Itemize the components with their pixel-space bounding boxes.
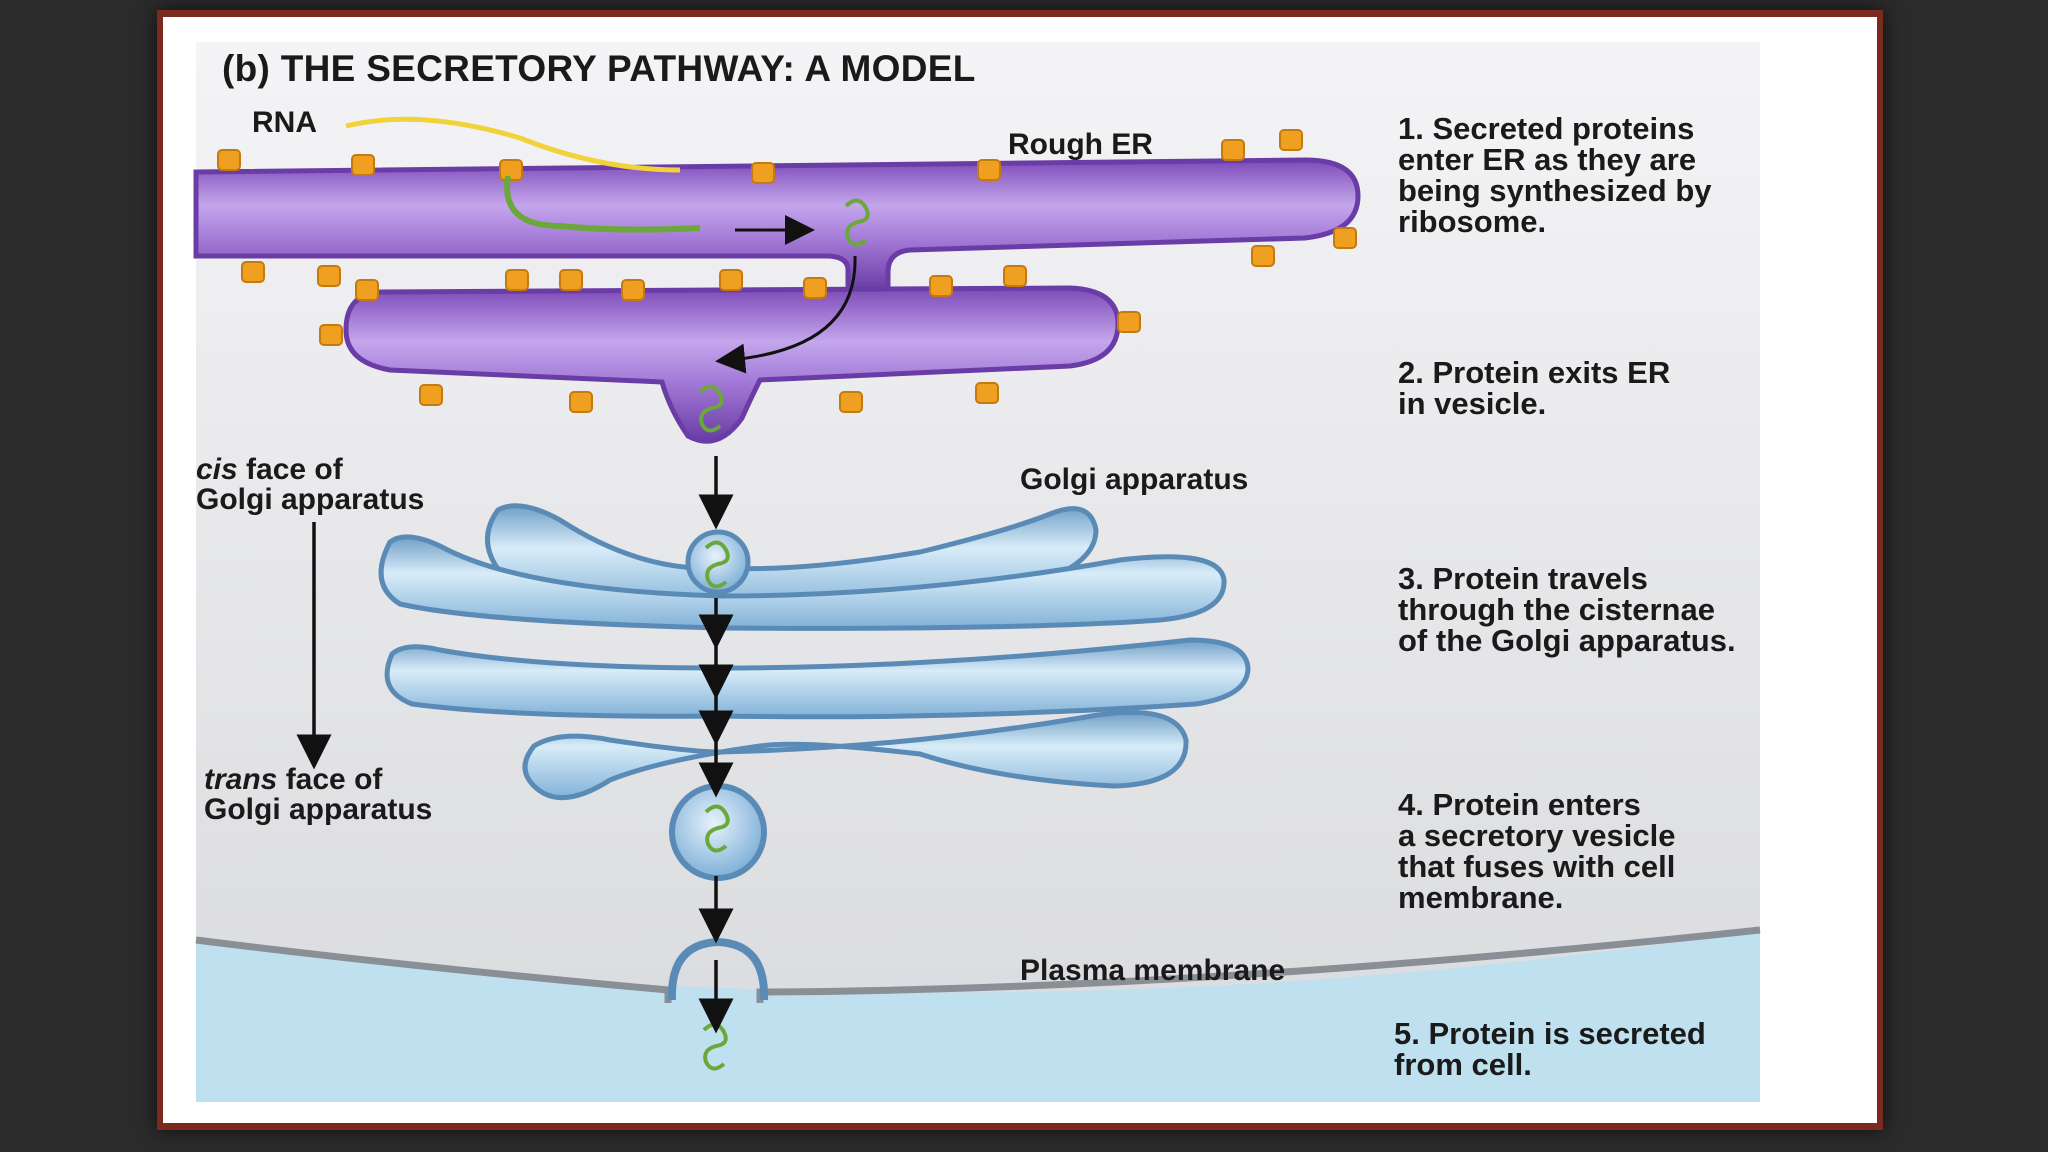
rna-label: RNA <box>252 106 317 139</box>
secretory-vesicle <box>669 783 767 881</box>
ribosomes <box>217 129 1357 413</box>
rough-er-label: Rough ER <box>1008 128 1153 161</box>
trans-line2: Golgi apparatus <box>204 793 433 826</box>
cis-line2: Golgi apparatus <box>196 483 425 516</box>
step-4: 4. Protein enters a secretory vesicle th… <box>1398 787 1676 915</box>
cis-face-label: cis face of Golgi apparatus <box>196 455 424 515</box>
golgi-apparatus <box>378 503 1251 801</box>
step-5: 5. Protein is secreted from cell. <box>1394 1016 1706 1082</box>
extracellular-space <box>196 930 1760 1102</box>
golgi-cisterna-4 <box>522 709 1189 801</box>
trans-italic: trans <box>204 763 278 796</box>
plasma-membrane-label: Plasma membrane <box>1020 954 1286 987</box>
step-3: 3. Protein travels through the cisternae… <box>1398 561 1736 658</box>
trans-rest: face of <box>277 763 383 796</box>
golgi-cisterna-2 <box>378 534 1227 631</box>
nascent-protein <box>504 175 701 233</box>
golgi-label: Golgi apparatus <box>1020 463 1249 496</box>
golgi-cisterna-3 <box>384 637 1251 720</box>
er-transit-arrow <box>715 255 857 374</box>
cis-rest: face of <box>237 453 343 486</box>
trans-face-label: trans face of Golgi apparatus <box>204 765 432 825</box>
step-1: 1. Secreted proteins enter ER as they ar… <box>1398 111 1712 239</box>
rna-strand <box>345 116 681 173</box>
plasma-membrane <box>195 936 672 1003</box>
step-2: 2. Protein exits ER in vesicle. <box>1398 355 1671 421</box>
rough-er-upper <box>193 157 1361 293</box>
diagram-title: (b) THE SECRETORY PATHWAY: A MODEL <box>222 48 976 89</box>
cis-italic: cis <box>196 453 238 486</box>
plasma-membrane-right <box>756 926 1761 1003</box>
